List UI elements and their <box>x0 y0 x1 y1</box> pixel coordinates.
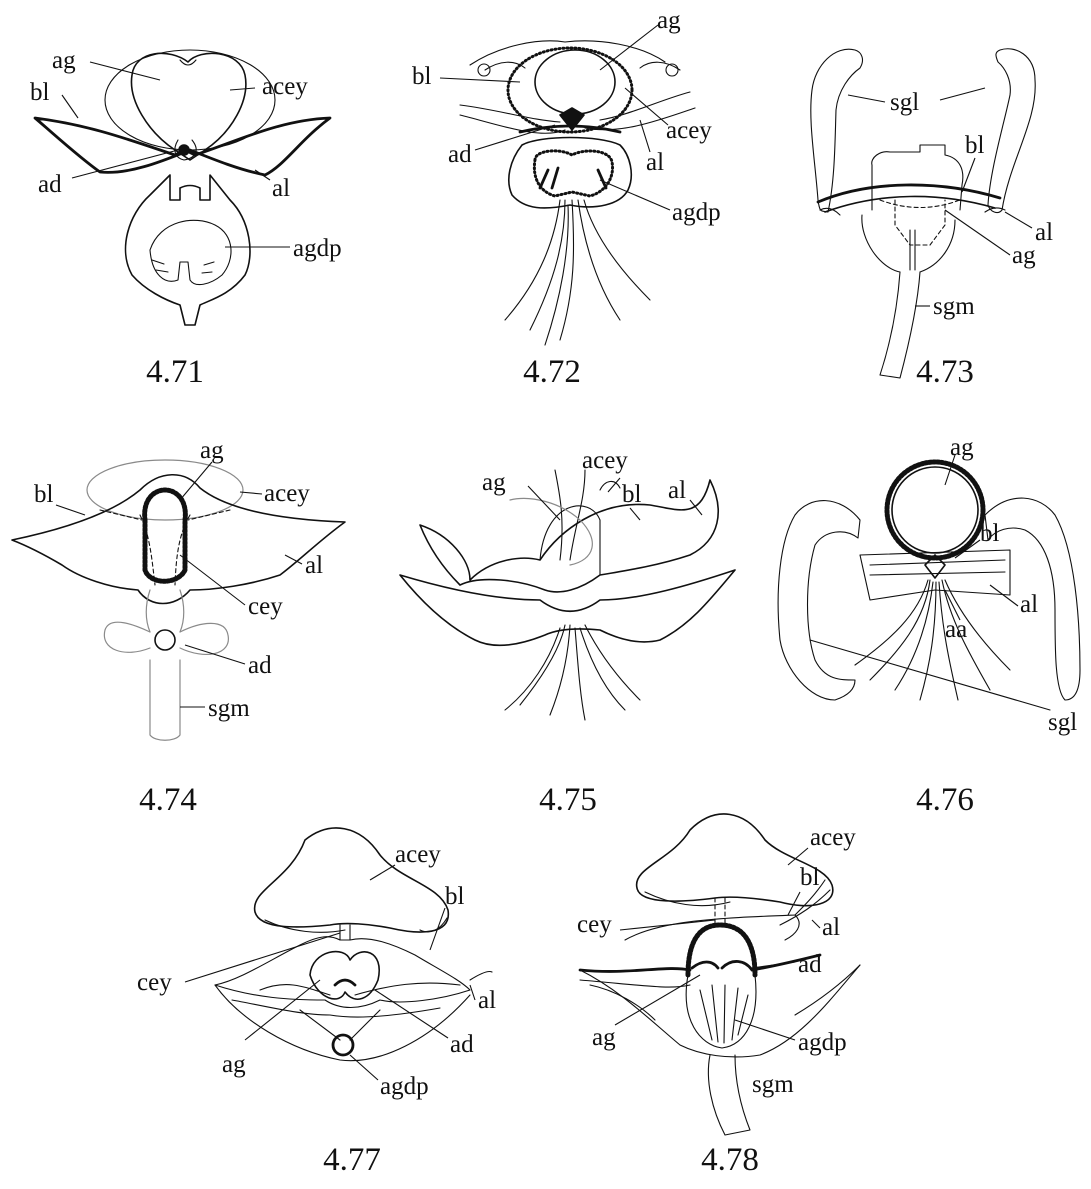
genitalia-drawing-4-73 <box>811 49 1035 378</box>
label-sgm: sgm <box>208 695 250 722</box>
label-ag: ag <box>657 7 681 34</box>
label-agdp: agdp <box>380 1073 429 1100</box>
label-al: al <box>478 987 496 1014</box>
label-ag: ag <box>950 434 974 461</box>
label-bl: bl <box>622 481 642 508</box>
label-ag: ag <box>482 469 506 496</box>
figure-4-76: ag bl al aa sgl 4.76 <box>778 434 1080 818</box>
label-sgl: sgl <box>1048 709 1077 736</box>
figure-4-71: ag bl acey ad al agdp 4.71 <box>30 47 342 390</box>
label-acey: acey <box>666 117 712 144</box>
label-ad: ad <box>248 652 272 679</box>
label-al: al <box>272 175 290 202</box>
genitalia-drawing-4-75 <box>400 470 735 720</box>
label-al: al <box>1020 591 1038 618</box>
label-al: al <box>646 149 664 176</box>
label-sgl: sgl <box>890 89 919 116</box>
figure-4-77: acey bl cey al ag ad agdp 4.77 <box>137 828 496 1178</box>
label-ag: ag <box>52 47 76 74</box>
figure-4-73: sgl sgl bl al ag sgm 4.73 <box>811 49 1053 390</box>
label-bl: bl <box>412 63 432 90</box>
label-sgm: sgm <box>752 1071 794 1098</box>
label-bl: bl <box>800 864 820 891</box>
label-cey: cey <box>248 593 283 620</box>
label-al: al <box>668 477 686 504</box>
label-ad: ad <box>38 171 62 198</box>
genitalia-drawing-4-76 <box>778 462 1080 710</box>
label-agdp: agdp <box>672 199 721 226</box>
label-cey: cey <box>577 911 612 938</box>
figure-number: 4.76 <box>916 782 974 818</box>
figure-number: 4.77 <box>323 1142 381 1178</box>
figure-number: 4.78 <box>701 1142 759 1178</box>
label-bl: bl <box>445 883 465 910</box>
figure-number: 4.73 <box>916 354 974 390</box>
label-ag: ag <box>222 1051 246 1078</box>
figure-number: 4.74 <box>139 782 197 818</box>
label-acey: acey <box>395 841 441 868</box>
figure-4-78: acey bl cey al ad ag agdp sgm 4.78 <box>577 814 860 1178</box>
label-agdp: agdp <box>798 1029 847 1056</box>
label-cey: cey <box>137 969 172 996</box>
label-acey: acey <box>264 480 310 507</box>
figure-number: 4.75 <box>539 782 597 818</box>
label-ad: ad <box>450 1031 474 1058</box>
label-ad: ad <box>798 951 822 978</box>
label-bl: bl <box>980 520 1000 547</box>
label-agdp: agdp <box>293 235 342 262</box>
figure-number: 4.71 <box>146 354 204 390</box>
label-ag: ag <box>1012 242 1036 269</box>
label-bl: bl <box>30 79 50 106</box>
label-al: al <box>822 914 840 941</box>
figure-number: 4.72 <box>523 354 581 390</box>
label-ag: ag <box>592 1024 616 1051</box>
figure-4-75: acey ag bl al 4.75 <box>400 447 735 818</box>
label-al: al <box>1035 219 1053 246</box>
label-bl: bl <box>34 481 54 508</box>
label-ag: ag <box>200 437 224 464</box>
label-acey: acey <box>262 73 308 100</box>
label-aa: aa <box>945 616 967 643</box>
label-al: al <box>305 552 323 579</box>
figure-4-72: ag bl acey ad al agdp 4.72 <box>412 7 721 390</box>
label-acey: acey <box>582 447 628 474</box>
label-sgm: sgm <box>933 293 975 320</box>
label-bl: bl <box>965 132 985 159</box>
figure-4-74: ag bl acey al cey ad sgm 4.74 <box>12 437 345 818</box>
label-ad: ad <box>448 141 472 168</box>
genitalia-drawing-4-77 <box>215 828 492 1061</box>
label-acey: acey <box>810 824 856 851</box>
genitalia-drawing-4-72 <box>460 41 695 345</box>
